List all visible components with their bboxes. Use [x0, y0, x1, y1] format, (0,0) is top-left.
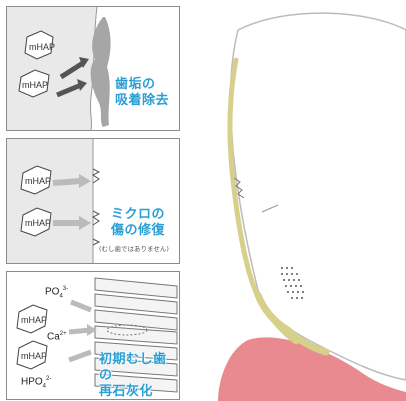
panel-scratch-repair: mHAP mHAP ミクロの 傷の修復 (むし歯ではありません)	[6, 138, 180, 264]
caption-line-1: 初期むし歯の	[99, 352, 179, 384]
panel-plaque-removal: mHAP mHAP 歯垢の 吸着除去	[6, 6, 180, 131]
particle-label-2: mHAP	[25, 218, 51, 228]
particle-label-1: mHAP	[21, 315, 47, 325]
caption-line-2: 吸着除去	[115, 93, 169, 109]
ion-calcium: Ca2+	[47, 331, 67, 342]
caption-line-2: 傷の修復	[111, 223, 165, 239]
panel-caption: ミクロの 傷の修復	[111, 207, 165, 239]
plaque-illustration: mHAP mHAP	[7, 7, 179, 130]
panel-remineralization: mHAP mHAP PO43- Ca2+ HPO42- 初期むし歯の 再石灰化	[6, 271, 180, 400]
particle-label-1: mHAP	[25, 176, 51, 186]
panel-caption: 初期むし歯の 再石灰化	[99, 352, 179, 400]
tooth-crown	[231, 13, 406, 380]
caption-line-1: 歯垢の	[115, 77, 169, 93]
caption-line-1: ミクロの	[111, 207, 165, 223]
particle-label-2: mHAP	[21, 351, 47, 361]
panel-caption: 歯垢の 吸着除去	[115, 77, 169, 109]
tooth-illustration	[178, 0, 406, 401]
particle-label-1: mHAP	[29, 42, 55, 52]
arrow-icon	[53, 181, 81, 183]
ion-hydrogen-phosphate: HPO42-	[21, 376, 51, 389]
caption-line-2: 再石灰化	[99, 384, 179, 400]
ion-phosphate: PO43-	[45, 286, 68, 299]
panel-note: (むし歯ではありません)	[99, 243, 169, 253]
particle-label-2: mHAP	[22, 80, 48, 90]
